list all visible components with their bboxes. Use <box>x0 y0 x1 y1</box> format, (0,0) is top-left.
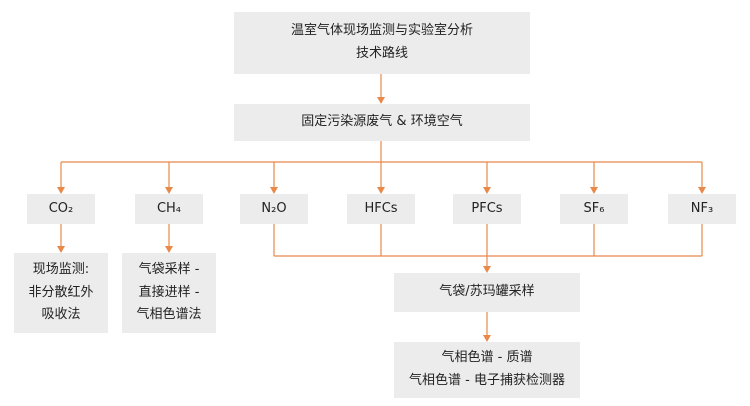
title-line-2: 技术路线 <box>355 46 408 61</box>
gas-pfcs-box: PFCs <box>453 194 521 224</box>
gas-co2-box: CO₂ <box>27 194 95 224</box>
gas-ch4-box: CH₄ <box>135 194 203 224</box>
co2-method-box: 现场监测: 非分散红外 吸收法 <box>14 253 108 333</box>
analysis-line-2: 气相色谱 - 电子捕获检测器 <box>409 373 565 388</box>
gas-co2-label: CO₂ <box>48 200 74 216</box>
gas-n2o-box: N₂O <box>240 194 308 224</box>
title-line-1: 温室气体现场监测与实验室分析 <box>290 23 473 39</box>
arrow-to-analysis <box>483 335 491 342</box>
co2-method-line-2: 非分散红外 <box>28 284 94 300</box>
co2-method-line-3: 吸收法 <box>41 307 81 323</box>
arrow-to-source <box>377 97 385 104</box>
gas-ch4-label: CH₄ <box>156 200 182 216</box>
arrow-to-co2-method <box>57 246 65 253</box>
gas-n2o-label: N₂O <box>261 200 287 216</box>
co2-method-line-1: 现场监测: <box>32 261 90 277</box>
source-box: 固定污染源废气 & 环境空气 <box>234 104 530 141</box>
gas-hfcs-label: HFCs <box>364 200 398 216</box>
sampling-label: 气袋/苏玛罐采样 <box>439 284 535 300</box>
ch4-method-line-2: 直接进样 - <box>138 284 200 300</box>
gas-drop-arrows <box>57 162 706 194</box>
source-label: 固定污染源废气 & 环境空气 <box>301 114 463 130</box>
analysis-line-1: 气相色谱 - 质谱 <box>441 350 533 366</box>
analysis-box: 气相色谱 - 质谱 气相色谱 - 电子捕获检测器 <box>394 342 580 398</box>
gas-sf6-label: SF₆ <box>583 200 605 216</box>
gas-sf6-box: SF₆ <box>560 194 628 224</box>
title-box: 温室气体现场监测与实验室分析 技术路线 <box>234 12 530 74</box>
ch4-method-line-3: 气相色谱法 <box>136 307 202 323</box>
arrow-to-ch4-method <box>165 246 173 253</box>
gas-nf3-label: NF₃ <box>690 200 714 216</box>
ch4-method-line-1: 气袋采样 - <box>138 261 200 277</box>
sampling-box: 气袋/苏玛罐采样 <box>394 273 580 312</box>
gas-nf3-box: NF₃ <box>668 194 736 224</box>
ch4-method-box: 气袋采样 - 直接进样 - 气相色谱法 <box>122 253 216 333</box>
gas-pfcs-label: PFCs <box>471 200 503 216</box>
arrow-to-sampling <box>483 266 491 273</box>
lower-bus <box>273 224 703 257</box>
gas-hfcs-box: HFCs <box>347 194 415 224</box>
